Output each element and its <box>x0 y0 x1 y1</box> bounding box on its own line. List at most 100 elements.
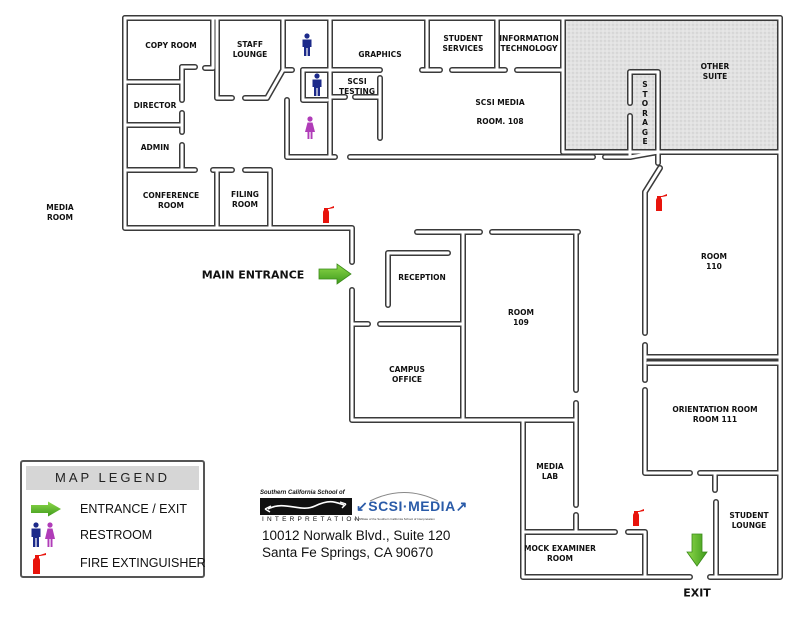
wall <box>603 150 660 165</box>
wall <box>628 70 660 154</box>
room-scsi-media: SCSI MEDIA <box>475 98 525 107</box>
label-line: ROOM <box>508 308 534 317</box>
label-line: LOUNGE <box>731 521 767 530</box>
wall <box>285 98 337 159</box>
label-line: ROOM <box>231 200 258 209</box>
legend-item-fire-extinguisher: FIRE EXTINGUISHER <box>30 550 206 576</box>
legend-label: ENTRANCE / EXIT <box>80 502 187 516</box>
label-line: ROOM 111 <box>692 415 738 424</box>
label-line: STUDENT <box>443 34 483 43</box>
exit-label: EXIT <box>683 586 711 600</box>
label-line: OTHER <box>700 62 730 71</box>
wall <box>708 16 782 579</box>
wall <box>179 142 198 173</box>
wall <box>386 251 450 307</box>
wall <box>561 16 782 154</box>
label-line: MEDIA <box>536 462 564 471</box>
label-line: SERVICES <box>442 44 484 53</box>
logo: Southern California School of INTERPRETA… <box>258 490 467 526</box>
label-line: MEDIA <box>46 203 74 212</box>
label-line: TESTING <box>339 87 375 96</box>
mens-restroom-icon <box>312 73 322 96</box>
label-line: FILING <box>231 190 259 199</box>
wall <box>301 68 329 102</box>
wall <box>214 15 235 101</box>
label-line: TECHNOLOGY <box>500 44 558 53</box>
entrance-arrow-icon <box>31 501 61 517</box>
wall <box>642 387 693 476</box>
label-line: CAMPUS <box>389 365 425 374</box>
label-line: INFORMATION <box>499 34 559 43</box>
school-logo-top-text: Southern California School of <box>260 490 345 496</box>
label-line: ROOM <box>547 554 573 563</box>
legend-label: RESTROOM <box>80 528 153 542</box>
label-line: 109 <box>513 318 529 327</box>
media-logo-arc <box>369 492 439 502</box>
school-logo-name: INTERPRETATION <box>262 516 363 523</box>
label-line: STAFF <box>236 40 263 49</box>
school-logo-mark <box>260 498 352 515</box>
wall <box>215 16 234 100</box>
legend-label: FIRE EXTINGUISHER <box>80 556 206 570</box>
label-line: MOCK EXAMINER <box>524 544 596 553</box>
womens-restroom-icon <box>305 116 315 139</box>
wall <box>350 288 578 422</box>
address-line-1: 10012 Norwalk Blvd., Suite 120 <box>262 528 451 543</box>
room-director: DIRECTOR <box>133 101 177 110</box>
wall <box>643 166 662 335</box>
entrance-arrow-icon <box>318 263 352 285</box>
legend-item-restroom: RESTROOM <box>30 522 152 548</box>
label-line: SCSI <box>347 77 367 86</box>
mens-restroom-icon <box>302 33 312 56</box>
label-line: OFFICE <box>391 375 423 384</box>
room-reception: RECEPTION <box>398 273 446 282</box>
legend-title: MAP LEGEND <box>26 466 199 490</box>
fire-extinguisher-icon <box>33 553 46 574</box>
label-line: ROOM <box>158 201 184 210</box>
other-suite-area <box>563 18 780 152</box>
room-admin: ADMIN <box>140 143 170 152</box>
room-storage: STORAGE <box>641 79 649 146</box>
wall <box>626 530 647 579</box>
wall <box>203 16 215 70</box>
room-copy-room: COPY ROOM <box>145 41 197 50</box>
legend-item-entrance-exit: ENTRANCE / EXIT <box>30 496 187 522</box>
address-line-2: Santa Fe Springs, CA 90670 <box>262 545 434 560</box>
room-108: ROOM. 108 <box>476 117 524 126</box>
media-logo-tagline: An Affiliate of the Southern California … <box>354 517 435 521</box>
label-line: STUDENT <box>729 511 769 520</box>
media-logo-name: ↙SCSI·MEDIA↗ <box>356 498 468 514</box>
label-line: LAB <box>541 472 559 481</box>
label-line: ROOM <box>701 252 727 261</box>
label-line: ROOM <box>46 213 73 222</box>
label-line: LOUNGE <box>232 50 268 59</box>
fire-extinguisher-icon <box>323 206 334 223</box>
wall <box>643 388 692 475</box>
fire-extinguisher-icon <box>633 509 644 526</box>
wall <box>521 418 692 579</box>
label-line: ORIENTATION ROOM <box>672 405 758 414</box>
label-line: CONFERENCE <box>142 191 200 200</box>
wall <box>625 529 648 580</box>
wave-arrow-icon <box>264 500 347 513</box>
map-legend: MAP LEGEND ENTRANCE / EXIT RESTROOM FIRE… <box>20 460 206 578</box>
fire-extinguisher-icon <box>656 194 667 211</box>
exit-arrow-icon <box>686 533 708 567</box>
wall <box>123 16 354 264</box>
room-graphics: GRAPHICS <box>358 50 402 59</box>
